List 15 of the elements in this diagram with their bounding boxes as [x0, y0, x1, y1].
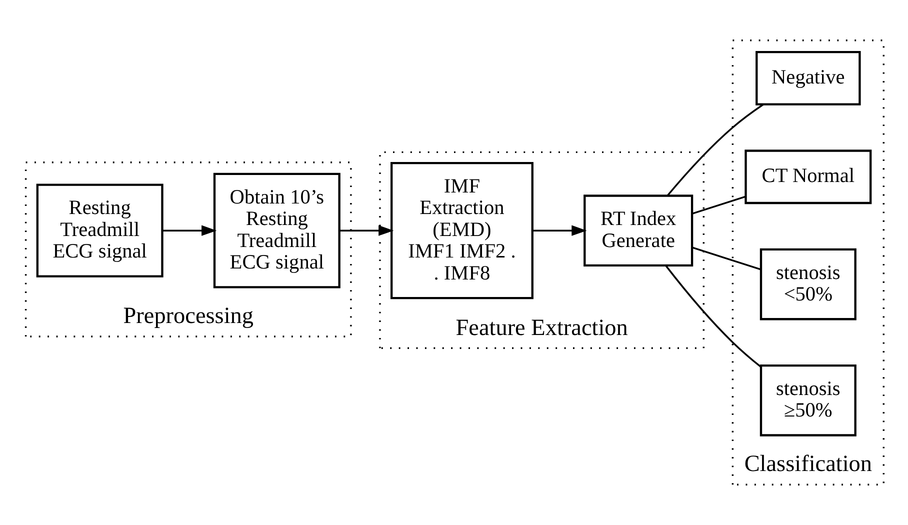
- connector: [692, 196, 746, 215]
- node-box: Resting Treadmill ECG signal: [36, 184, 164, 278]
- node-box: RT Index Generate: [584, 194, 694, 266]
- connector: [666, 104, 764, 196]
- node-box: Negative: [756, 50, 861, 106]
- node-box: Obtain 10’s Resting Treadmill ECG signal: [213, 172, 340, 288]
- node-box: CT Normal: [744, 150, 872, 204]
- connector: [692, 246, 762, 270]
- node-box: IMF Extraction (EMD) IMF1 IMF2 . . IMF8: [390, 162, 534, 300]
- node-box: stenosis ≥50%: [760, 364, 856, 436]
- arrow: [532, 225, 587, 236]
- arrow: [162, 225, 217, 236]
- node-box: stenosis <50%: [760, 248, 856, 320]
- connector: [664, 264, 762, 368]
- arrow: [340, 225, 394, 236]
